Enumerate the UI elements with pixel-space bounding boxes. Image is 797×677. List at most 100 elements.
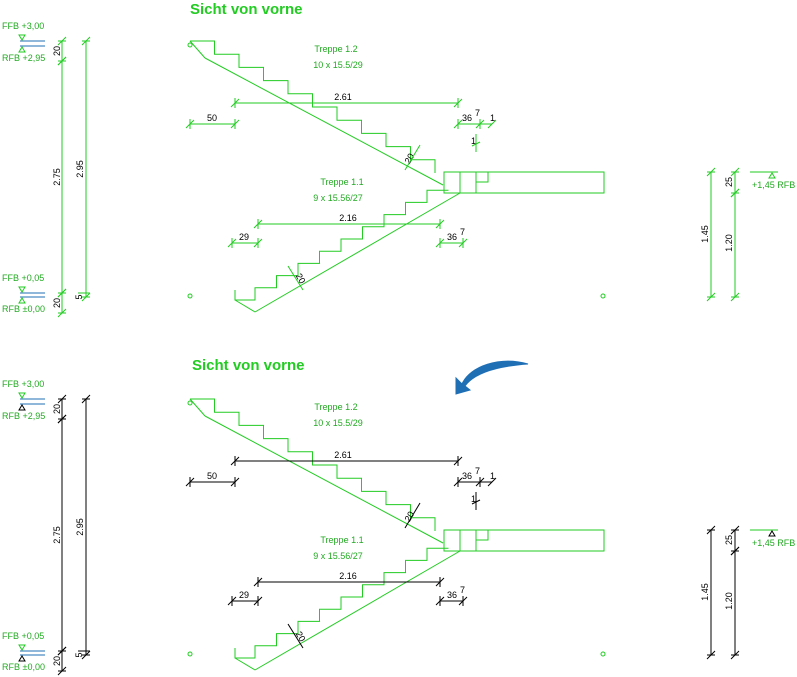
lower-offset-dim: 29	[239, 232, 249, 242]
right-total-dim: 1.45	[700, 583, 710, 601]
upper-landing-dim: 36	[462, 113, 472, 123]
upper-flight-name: Treppe 1.2	[314, 402, 357, 412]
lower-landing-sup: 7	[460, 227, 465, 237]
level-marker-icon	[768, 530, 776, 537]
left-total-dim: 2.95	[75, 160, 85, 178]
level-marker-icon	[18, 655, 26, 662]
stair-mark: 1	[471, 136, 476, 146]
upper-gap-dim: 1	[490, 113, 495, 123]
left-bottom-small-dim: 5	[74, 294, 84, 299]
dimension-tick	[57, 56, 67, 66]
dimension-tick	[57, 414, 67, 424]
landing-step	[476, 171, 489, 183]
upper-offset-dim: 50	[207, 113, 217, 123]
dimension-tick	[730, 650, 740, 660]
level-ffb-top: FFB +3,00	[2, 379, 44, 389]
level-marker-icon	[18, 392, 26, 399]
level-marker-icon	[18, 644, 26, 651]
left-bottom-dim: 20	[52, 656, 62, 666]
upper-flight-soffit	[204, 57, 444, 186]
level-marker-icon	[18, 34, 26, 41]
dimension-tick	[706, 292, 716, 302]
lower-riser-mark: 20	[294, 272, 308, 286]
dimension-tick	[81, 650, 91, 660]
dimension-tick	[57, 394, 67, 404]
dimension-tick	[57, 646, 67, 656]
level-ffb-top: FFB +3,00	[2, 21, 44, 31]
level-rfb-top: RFB +2,95	[2, 53, 45, 63]
dimension-tick	[57, 308, 67, 318]
right-top-dim: 25	[724, 177, 734, 187]
lower-landing-dim: 36	[447, 590, 457, 600]
level-ffb-bottom: FFB +0,05	[2, 631, 44, 641]
left-bottom-small-dim: 5	[74, 652, 84, 657]
riser-mark-line	[287, 623, 304, 649]
upper-offset-dim: 50	[207, 471, 217, 481]
lower-run-dim: 2.16	[339, 571, 357, 581]
dimension-tick	[230, 456, 240, 466]
level-marker-icon	[18, 46, 26, 53]
dimension-tick	[730, 525, 740, 535]
lower-flight-soffit	[254, 550, 461, 671]
upper-flight-name: Treppe 1.2	[314, 44, 357, 54]
dimension-tick	[435, 219, 445, 229]
dimension-tick	[706, 167, 716, 177]
dimension-tick	[458, 238, 468, 248]
dimension-tick	[230, 119, 240, 129]
upper-run-dim: 2.61	[334, 450, 352, 460]
upper-flight-spec: 10 x 15.5/29	[313, 418, 363, 428]
level-landing: +1,45 RFB	[752, 538, 795, 548]
dimension-tick	[253, 577, 263, 587]
lower-flight-spec: 9 x 15.56/27	[313, 193, 363, 203]
lower-landing-dim: 36	[447, 232, 457, 242]
reference-point	[600, 293, 606, 299]
upper-landing-sup: 7	[475, 108, 480, 118]
lower-riser-mark: 20	[294, 630, 308, 644]
dimension-tick	[730, 167, 740, 177]
upper-run-dim: 2.61	[334, 92, 352, 102]
level-rfb-top: RFB +2,95	[2, 411, 45, 421]
dimension-tick	[435, 596, 445, 606]
dimension-tick	[185, 477, 195, 487]
dimension-tick	[81, 394, 91, 404]
level-rfb-bottom: RFB ±0,00	[2, 662, 45, 672]
level-rfb-bottom: RFB ±0,00	[2, 304, 45, 314]
level-marker-icon	[18, 297, 26, 304]
lower-offset-dim: 29	[239, 590, 249, 600]
dimension-tick	[57, 666, 67, 676]
dimension-tick	[227, 238, 237, 248]
upper-flight-soffit	[204, 415, 444, 544]
left-top-dim: 20	[52, 404, 62, 414]
view-title: Sicht von vorne	[190, 1, 303, 18]
upper-flight-spec: 10 x 15.5/29	[313, 60, 363, 70]
upper-gap-dim: 1	[490, 471, 495, 481]
level-ffb-bottom: FFB +0,05	[2, 273, 44, 283]
lower-run-dim: 2.16	[339, 213, 357, 223]
dimension-tick	[227, 596, 237, 606]
upper-riser-mark: 20	[403, 510, 417, 524]
lower-landing-sup: 7	[460, 585, 465, 595]
level-marker-icon	[768, 172, 776, 179]
dimension-tick	[57, 36, 67, 46]
upper-riser-mark: 20	[403, 152, 417, 166]
upper-flight-start	[189, 40, 206, 59]
reference-point	[187, 293, 193, 299]
landing-step	[476, 529, 489, 541]
lower-flight-start	[234, 657, 256, 671]
left-top-dim: 20	[52, 46, 62, 56]
upper-flight-start	[189, 398, 206, 417]
right-bottom-dim: 1.20	[724, 592, 734, 610]
riser-mark-line	[404, 144, 421, 171]
dimension-tick	[487, 119, 497, 129]
lower-flight-steps	[234, 547, 449, 659]
dimension-tick	[57, 288, 67, 298]
dimension-tick	[730, 188, 740, 198]
left-middle-dim: 2.75	[52, 526, 62, 544]
right-bottom-dim: 1.20	[724, 234, 734, 252]
dimension-tick	[730, 292, 740, 302]
dimension-tick	[458, 596, 468, 606]
dimension-tick	[706, 650, 716, 660]
